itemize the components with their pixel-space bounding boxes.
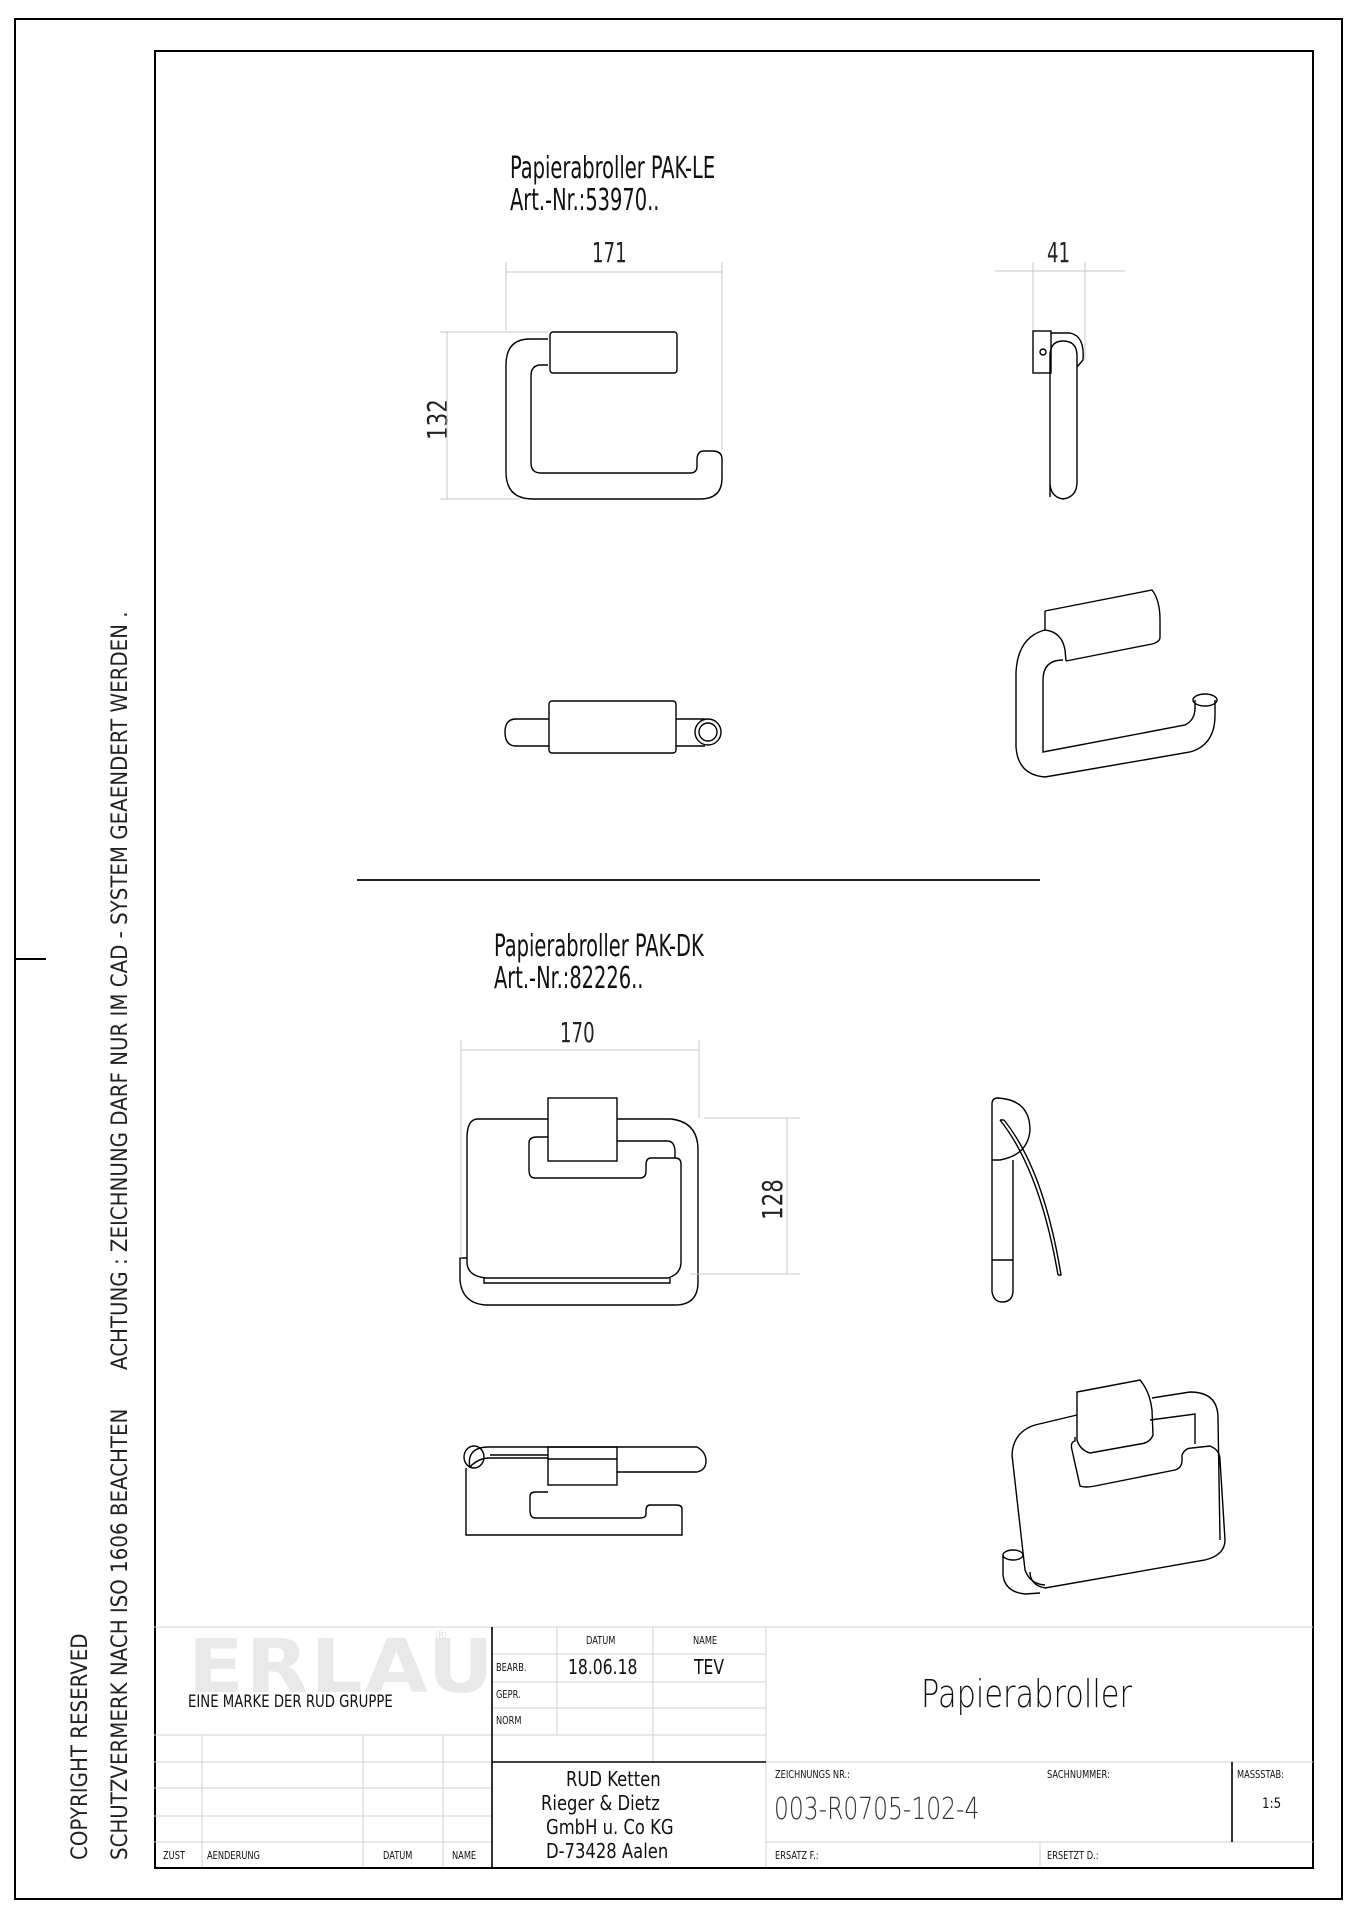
product-bottom-name: Papierabroller PAK-DK xyxy=(494,929,704,964)
company-line-1: RUD Ketten xyxy=(566,1767,661,1791)
dimension-41: 41 xyxy=(1047,236,1071,269)
bearb-datum: 18.06.18 xyxy=(568,1655,638,1679)
dimension-171: 171 xyxy=(592,236,627,269)
brand-tagline: EINE MARKE DER RUD GRUPPE xyxy=(188,1692,393,1712)
ersetzt-label: ERSETZT D.: xyxy=(1047,1849,1099,1862)
company-line-4: D-73428 Aalen xyxy=(546,1839,669,1863)
registered-mark: ® xyxy=(434,1628,448,1644)
cad-warning-note: ACHTUNG : ZEICHNUNG DARF NUR IM CAD - SY… xyxy=(108,611,133,1370)
dimension-170: 170 xyxy=(560,1016,595,1049)
copyright-note: COPYRIGHT RESERVED xyxy=(68,1633,93,1860)
erlau-logo: ERLAU xyxy=(188,1624,496,1710)
ersatz-label: ERSATZ F.: xyxy=(775,1849,819,1862)
drawing-area-border xyxy=(154,50,1314,1869)
product-bottom-article: Art.-Nr.:82226.. xyxy=(494,961,644,996)
header-name: NAME xyxy=(693,1634,718,1647)
schutzvermerk-note: SCHUTZVERMERK NACH ISO 1606 BEACHTEN xyxy=(108,1408,133,1860)
row-label-bearb: BEARB. xyxy=(496,1661,527,1674)
drawing-title: Papierabroller xyxy=(921,1672,1132,1716)
sachnummer-label: SACHNUMMER: xyxy=(1047,1768,1110,1781)
row-label-gepr: GEPR. xyxy=(496,1688,521,1701)
massstab-label: MASSSTAB: xyxy=(1237,1768,1284,1781)
zeichnungs-nr-label: ZEICHNUNGS NR.: xyxy=(775,1768,850,1781)
massstab-value: 1:5 xyxy=(1262,1796,1282,1812)
dimension-132: 132 xyxy=(421,399,454,440)
dimension-128: 128 xyxy=(756,1179,789,1220)
company-line-2: Rieger & Dietz xyxy=(541,1791,660,1815)
row-label-norm: NORM xyxy=(496,1714,522,1727)
bearb-name: TEV xyxy=(694,1655,725,1679)
header-datum: DATUM xyxy=(586,1634,616,1647)
center-mark xyxy=(14,958,46,960)
product-top-name: Papierabroller PAK-LE xyxy=(510,151,716,186)
rev-header-zust: ZUST xyxy=(163,1849,185,1862)
rev-header-aenderung: AENDERUNG xyxy=(207,1849,260,1862)
rev-header-datum: DATUM xyxy=(383,1849,413,1862)
rev-header-name: NAME xyxy=(452,1849,477,1862)
product-top-article: Art.-Nr.:53970.. xyxy=(510,183,660,218)
zeichnungs-nr-value: 003-R0705-102-4 xyxy=(774,1792,980,1827)
company-line-3: GmbH u. Co KG xyxy=(546,1815,674,1839)
